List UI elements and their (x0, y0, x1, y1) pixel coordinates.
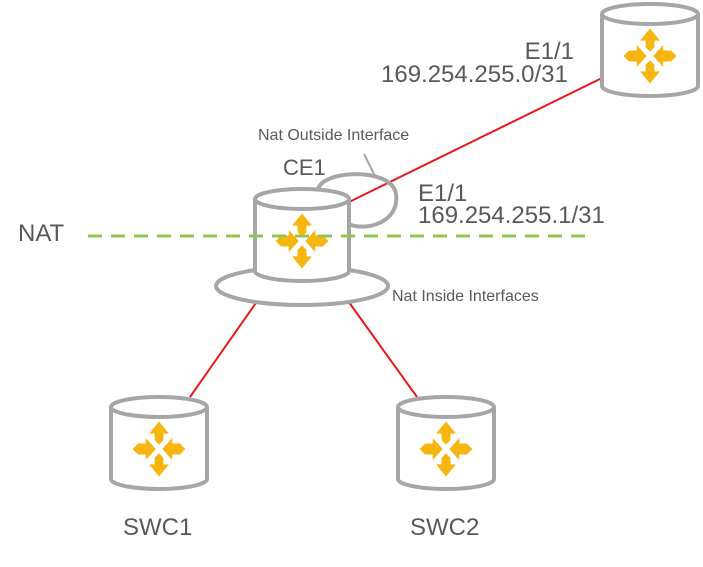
nat-outside-label: Nat Outside Interface (258, 127, 410, 144)
nat-boundary-label: NAT (18, 220, 65, 247)
isp-interface-label: E1/1 (524, 38, 574, 65)
ce1-router (253, 187, 351, 283)
link-ce1-isp (342, 77, 603, 206)
ce1-interface-label: E1/1 (418, 180, 468, 207)
nat-inside-label: Nat Inside Interfaces (392, 288, 539, 305)
isp-address-label: 169.254.255.0/31 (381, 61, 568, 88)
swc1-label: SWC1 (123, 514, 193, 541)
ce1-address-label: 169.254.255.1/31 (418, 202, 605, 229)
swc2-label: SWC2 (410, 514, 480, 541)
nat-outside-pointer (363, 153, 377, 179)
ce1-label: CE1 (283, 155, 326, 180)
nat-outside-loop (316, 172, 399, 229)
isp-router (600, 2, 700, 98)
swc2-router (396, 395, 496, 491)
swc1-router (109, 395, 209, 491)
